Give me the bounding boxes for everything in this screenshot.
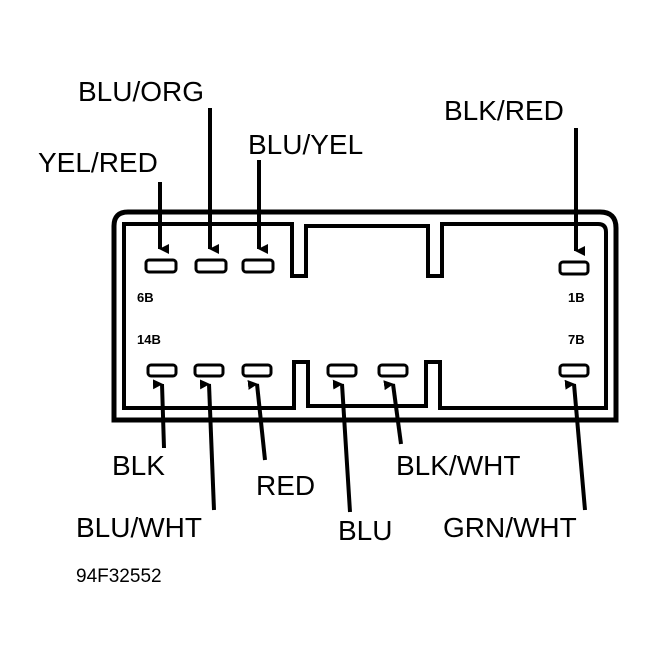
pin-cavity [146,363,178,378]
pin-label-14b: 14B [137,332,161,347]
pin-cavity [241,363,273,378]
pin-cavity [144,258,178,274]
wire-label-red: RED [256,470,315,501]
pin-label-6b: 6B [137,290,154,305]
leader-arrow-blk [152,379,166,449]
pin-cavity [193,363,225,378]
wire-label-blu-org: BLU/ORG [78,76,204,107]
pin-label-7b: 7B [568,332,585,347]
leader-arrow-grn-wht [564,379,587,511]
wire-label-blk-red: BLK/RED [444,95,564,126]
leader-arrow-blu [332,379,352,513]
wire-label-blu-yel: BLU/YEL [248,129,363,160]
wire-label-grn-wht: GRN/WHT [443,512,577,543]
pin-cavity [558,260,590,276]
pin-cavity [326,363,358,378]
pin-cavity [377,363,409,378]
pin-label-1b: 1B [568,290,585,305]
wire-label-blk-wht: BLK/WHT [396,450,520,481]
leader-arrow-red [247,379,267,461]
leader-arrow-blu-wht [199,379,216,511]
wire-label-blk: BLK [112,450,165,481]
connector-inner-outline [122,222,608,410]
connector-outer-outline [111,209,619,423]
pin-cavity [241,258,275,274]
figure-id: 94F32552 [76,566,162,587]
pin-cavity [558,363,590,378]
wire-label-blu: BLU [338,515,392,546]
pin-cavity [194,258,228,274]
wire-label-blu-wht: BLU/WHT [76,512,202,543]
wire-label-yel-red: YEL/RED [38,147,158,178]
leader-arrow-blk-wht [383,380,403,445]
